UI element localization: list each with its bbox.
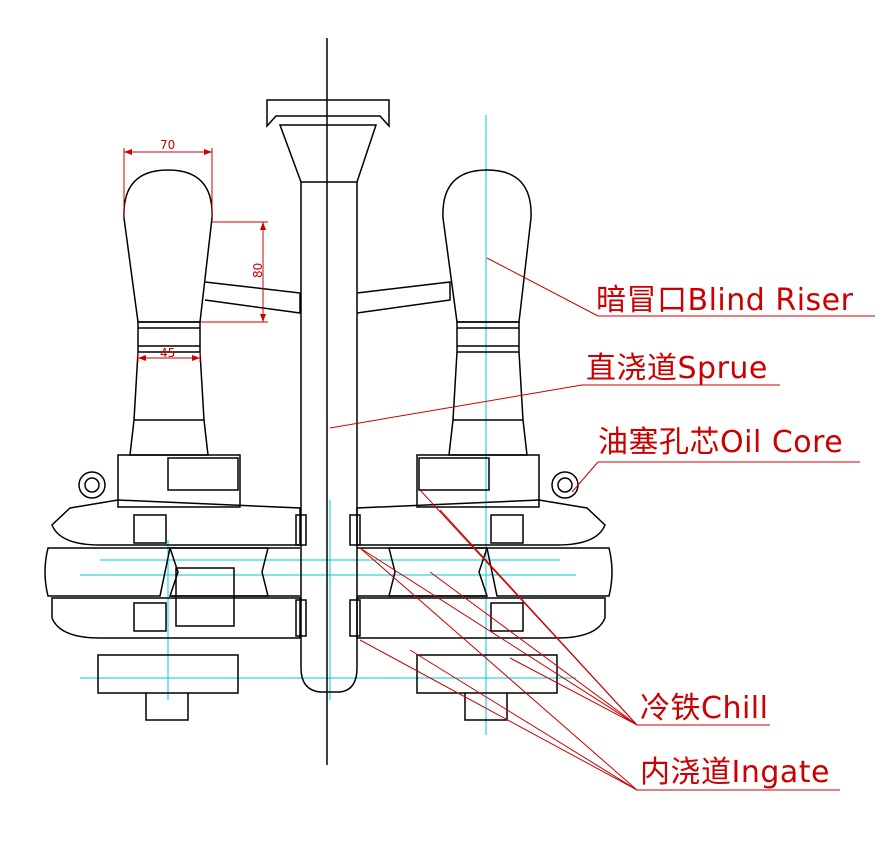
- sprue-shape: [266, 99, 390, 693]
- leader-lines: [329, 257, 875, 791]
- left-riser: [123, 169, 213, 456]
- left-casting: [44, 454, 307, 721]
- label-chill: 冷铁Chill: [640, 691, 768, 726]
- right-riser: [442, 169, 532, 456]
- label-sprue: 直浇道Sprue: [586, 351, 768, 386]
- right-casting: [349, 454, 613, 721]
- centerlines: [80, 115, 576, 735]
- label-blind-riser: 暗冒口Blind Riser: [596, 283, 854, 318]
- label-oil-core: 油塞孔芯Oil Core: [598, 425, 843, 460]
- dim-riser-height: 80: [251, 263, 265, 278]
- runners: [204, 281, 451, 314]
- dim-top-width: 70: [160, 138, 175, 152]
- dimension-lines: [123, 148, 268, 362]
- dim-neck-width: 45: [160, 346, 175, 360]
- dimension-arrows: [124, 149, 266, 361]
- label-ingate: 内浇道Ingate: [640, 755, 830, 790]
